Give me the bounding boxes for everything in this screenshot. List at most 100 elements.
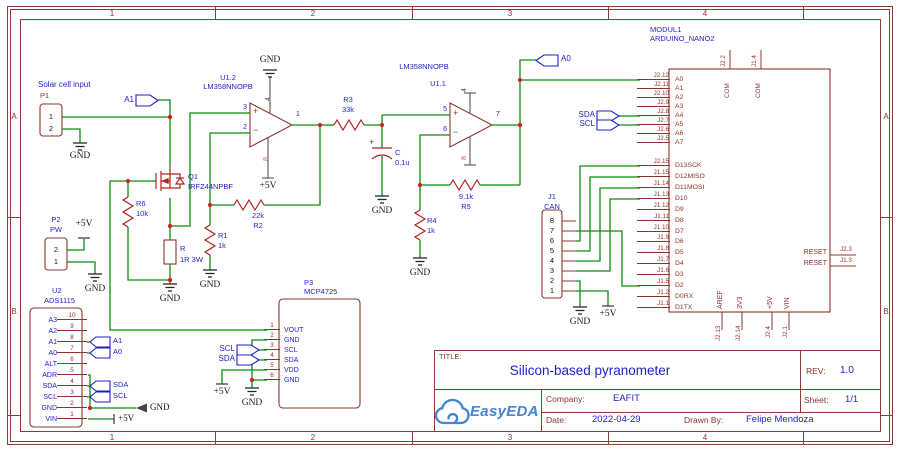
p3-scl-flag-label: SCL [219, 344, 235, 353]
c1-capacitor-symbol[interactable] [371, 147, 393, 160]
r4-gnd-label: GND [409, 268, 431, 278]
zone-col-4b: 4 [702, 433, 708, 442]
u2-vcc-label: +5V [118, 413, 135, 423]
p3-pin-number: 4 [264, 352, 280, 360]
p1-pin1: 1 [48, 112, 54, 121]
u11-pin8-number: 8 [461, 156, 468, 160]
p3-pin-name: GND [284, 336, 300, 344]
u2-pin-name: A0 [48, 349, 57, 357]
q1-mosfet-symbol[interactable] [155, 166, 186, 191]
p2-connector-body [44, 237, 68, 271]
a0-net-flag-label: A0 [561, 54, 571, 63]
nano-pin-name: A0 [675, 76, 684, 83]
u12-pin1-number: 1 [296, 111, 300, 118]
r4-value: 1k [427, 226, 435, 235]
component-outlines[interactable] [29, 68, 831, 428]
p3-part: MCP4725 [304, 287, 338, 296]
u2-pin-number: 10 [57, 312, 87, 320]
nano-pin-label: J2.7 [637, 117, 670, 125]
u2-pin-number: 1 [57, 411, 87, 419]
j1-gnd-label: GND [569, 317, 591, 327]
nano-pin-label: J2.15 [637, 158, 670, 166]
a1-flag-shape [135, 94, 159, 107]
nano-pin-label: J1.10 [637, 224, 670, 232]
j1-refdes: J1 [548, 192, 556, 201]
u2-pin-name: A1 [48, 338, 57, 346]
nano-pin-name: D6 [675, 238, 684, 246]
easyeda-logo-icon [434, 398, 470, 425]
nano-analog-pin-row: J2.11 A1 [637, 80, 683, 92]
power-bar-symbols [78, 237, 614, 424]
u2-pin-row: ADR 5 [28, 364, 87, 379]
r2-zigzag [233, 198, 265, 212]
nano-digital-pin-row: J1.10 D7 [637, 221, 705, 235]
r4-refdes: R4 [427, 216, 437, 225]
nano-analog-pin-row: J2.7 A5 [637, 116, 683, 128]
zone-col-2b: 2 [310, 433, 316, 442]
r2-refdes: R2 [253, 221, 263, 230]
zone-col-1b: 1 [109, 433, 115, 442]
nano-pin-name: D3 [675, 271, 684, 279]
j1-pin-number: 5 [549, 246, 555, 255]
u2-pin-name: A3 [48, 316, 57, 324]
r4-zigzag [413, 209, 427, 241]
u2-part: ADS1115 [44, 296, 75, 305]
nano-pin-name: D10 [675, 194, 688, 202]
nano-digital-pin-rows: J2.15 D13SCK J1.15 D12MISO J1.14 D11MOSI… [637, 155, 705, 311]
net-flag-shapes[interactable] [89, 54, 621, 403]
u2-pin-row: A0 7 [28, 342, 87, 357]
r1-refdes: R1 [218, 231, 228, 240]
u2-pin-number: 5 [57, 367, 87, 375]
nano-digital-pin-row: J1.5 D2 [637, 275, 705, 289]
nano-analog-pin-row: J2.12 A0 [637, 71, 684, 83]
nano-pin-label: J2.9 [637, 99, 670, 107]
p2-gnd-label: GND [84, 284, 106, 294]
title-label: TITLE: [439, 352, 462, 361]
p2-pin2: 2 [53, 245, 59, 254]
nano-pin-label: J2.6 [637, 126, 670, 134]
nano-pin-label: J2.5 [637, 135, 670, 143]
u2-pin-row: GND 2 [28, 397, 87, 412]
scl-net-flag-label: SCL [579, 119, 595, 128]
p3-sda-flag-label: SDA [218, 354, 235, 363]
nano-digital-pin-row: J1.15 D12MISO [637, 166, 705, 180]
u2-refdes: U2 [52, 286, 62, 295]
nano-pin-name: A2 [675, 94, 684, 101]
c1-polarity-plus: + [369, 137, 375, 147]
p3-pin-number: 5 [264, 362, 280, 370]
nano-top-pin2-label: J1.4 [751, 55, 758, 67]
nano-reset2-label: J1.3 [840, 257, 852, 264]
p1-pin2: 2 [48, 124, 54, 133]
nano-pin-label: J2.10 [637, 90, 670, 98]
u2-pin-number: 9 [57, 323, 87, 331]
nano-analog-pin-row: J2.9 A3 [637, 98, 683, 110]
nano-digital-pin-row: J1.9 D6 [637, 232, 705, 246]
resistor-symbols[interactable] [121, 118, 481, 256]
nano-pin-name: D5 [675, 249, 684, 257]
p3-pin-row: 4 SDA [242, 350, 303, 364]
rshunt-gnd-label: GND [159, 294, 181, 304]
nano-pin-label: J1.15 [637, 169, 670, 177]
nano-pin-name: D12MISO [675, 172, 705, 180]
u12-refdes: U1.2 [220, 73, 236, 82]
u12-minus-sign: − [253, 125, 259, 135]
nano-analog-pin-rows: J2.12 A0 J2.11 A1 J2.10 A2 J2.9 A3 J2.8 … [637, 71, 684, 146]
zone-row-b: B [11, 307, 17, 316]
u2-pin-row: A1 8 [28, 331, 87, 346]
u2-gnd-flag-label: GND [150, 402, 170, 412]
nano-pin-name: A6 [675, 130, 684, 137]
p2-vcc-label: +5V [75, 219, 93, 229]
p3-pin-name: VDD [284, 366, 299, 374]
u2-a1-flag-label: A1 [113, 336, 123, 345]
nano-5v-label: J2.4 [765, 326, 772, 338]
u2-pin-row: VIN 1 [28, 408, 87, 423]
nano-3v3-name: 3V3 [737, 296, 744, 309]
q1-part: IRFZ44NPBF [188, 182, 234, 191]
nano-aref-label: J2.13 [715, 325, 722, 341]
u2-pin-name: ALT [44, 360, 57, 368]
p3-pin-name: GND [284, 376, 300, 384]
company-value: EAFIT [613, 393, 640, 404]
c1-refdes: C [395, 148, 401, 157]
opamp-power-stubs [262, 77, 476, 179]
